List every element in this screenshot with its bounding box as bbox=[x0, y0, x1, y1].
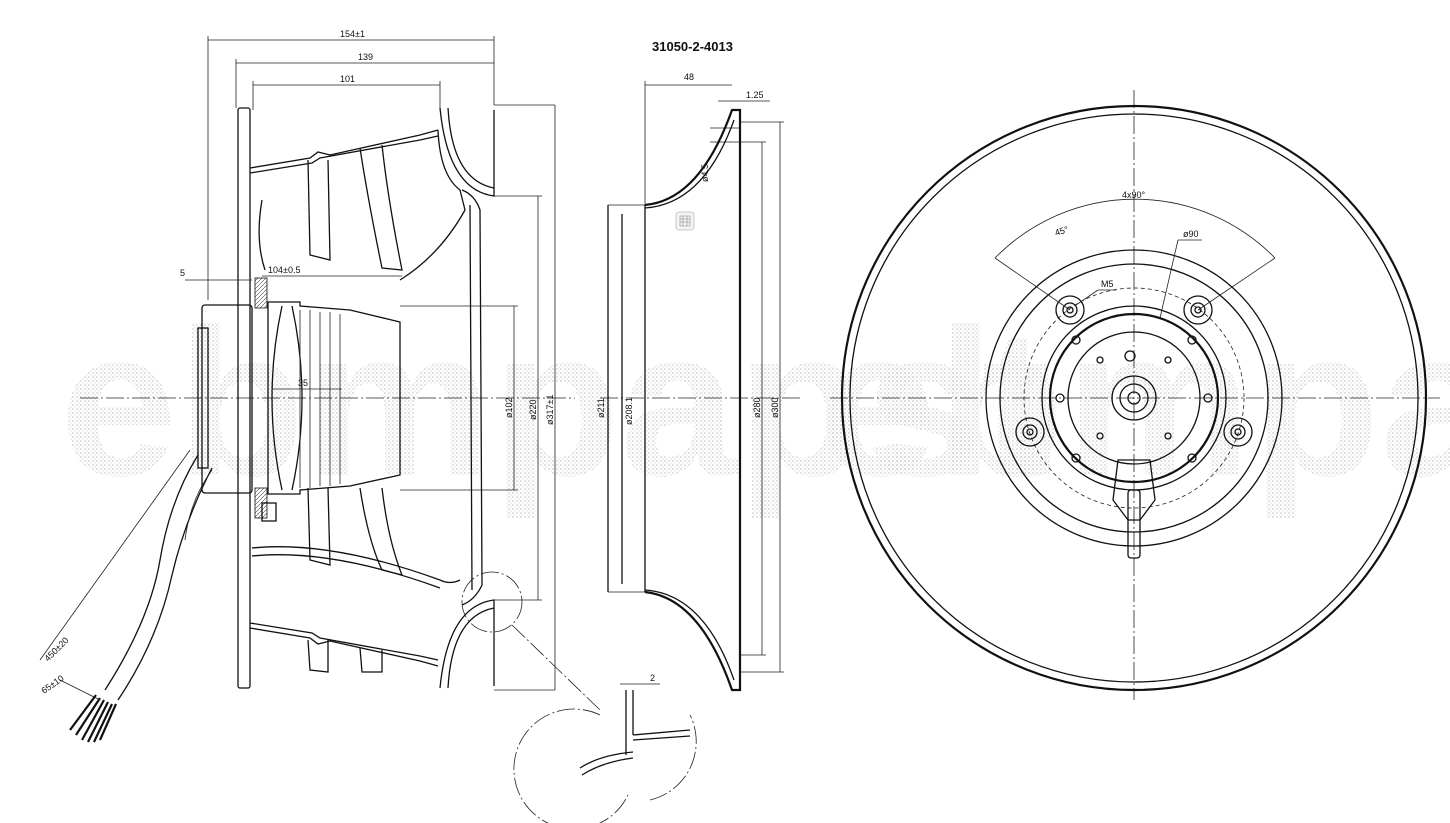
dim-d90: ø90 bbox=[1183, 229, 1199, 239]
motor-housing bbox=[201, 304, 253, 494]
dim-35: 35 bbox=[298, 378, 308, 388]
dim-cable-length: 450±20 bbox=[42, 635, 70, 663]
inlet-ring bbox=[644, 108, 742, 692]
mounting-hole-tr bbox=[1183, 295, 1213, 325]
dim-d102: ø102 bbox=[504, 397, 514, 418]
dim-104: 104±0.5 bbox=[268, 265, 300, 275]
rotor-cup bbox=[267, 301, 401, 495]
dim-overall-length: 154±1 bbox=[340, 29, 365, 39]
dim-48: 48 bbox=[684, 72, 694, 82]
watermark: ebmpapst ebmpapst bbox=[60, 285, 1450, 520]
table-icon[interactable] bbox=[675, 211, 695, 231]
mid-circle bbox=[985, 249, 1283, 547]
front-view: 4x90° 45° ø90 M5 bbox=[830, 90, 1440, 700]
side-view: 154±1 139 101 bbox=[39, 29, 601, 743]
dim-d211: ø211 bbox=[596, 398, 606, 418]
dim-d220: ø220 bbox=[528, 399, 538, 420]
dim-d208-1: ø208.1 bbox=[624, 397, 634, 425]
drawing-title: 31050-2-4013 bbox=[652, 39, 733, 54]
dim-4x90: 4x90° bbox=[1122, 190, 1146, 200]
dim-d4-5: ø4.5 bbox=[700, 164, 710, 182]
flange-section-top bbox=[254, 277, 268, 309]
thread-m5: M5 bbox=[1101, 279, 1114, 289]
dim-1-25: 1.25 bbox=[746, 90, 764, 100]
screw bbox=[261, 502, 277, 522]
dim-strip-length: 65±10 bbox=[39, 673, 65, 696]
angle-arc bbox=[994, 198, 1276, 259]
mounting-hole-l bbox=[1015, 417, 1045, 447]
cable-outer bbox=[104, 454, 199, 691]
dim-45: 45° bbox=[1054, 224, 1070, 238]
outer-circle bbox=[840, 104, 1428, 692]
detail-view: 2 bbox=[513, 673, 697, 823]
mounting-hole-r bbox=[1223, 417, 1253, 447]
dim-101: 101 bbox=[340, 74, 355, 84]
detail-marker bbox=[461, 571, 523, 633]
dim-d300: ø300 bbox=[770, 397, 780, 418]
dim-139: 139 bbox=[358, 52, 373, 62]
dim-5: 5 bbox=[180, 268, 185, 278]
upper-shroud bbox=[249, 129, 439, 169]
watermark-text: ebmpapst bbox=[60, 285, 1052, 520]
dim-d317: ø317±1 bbox=[545, 395, 555, 425]
dim-d280: ø280 bbox=[752, 397, 762, 418]
mounting-hole-tl bbox=[1055, 295, 1085, 325]
watermark-text-right: ebmpapst bbox=[820, 285, 1450, 520]
ring-view: 48 1.25 ø4.5 ø211 ø208.1 ø280 ø300 bbox=[513, 72, 800, 823]
detail-dim-2: 2 bbox=[650, 673, 655, 683]
back-plate bbox=[237, 107, 251, 689]
